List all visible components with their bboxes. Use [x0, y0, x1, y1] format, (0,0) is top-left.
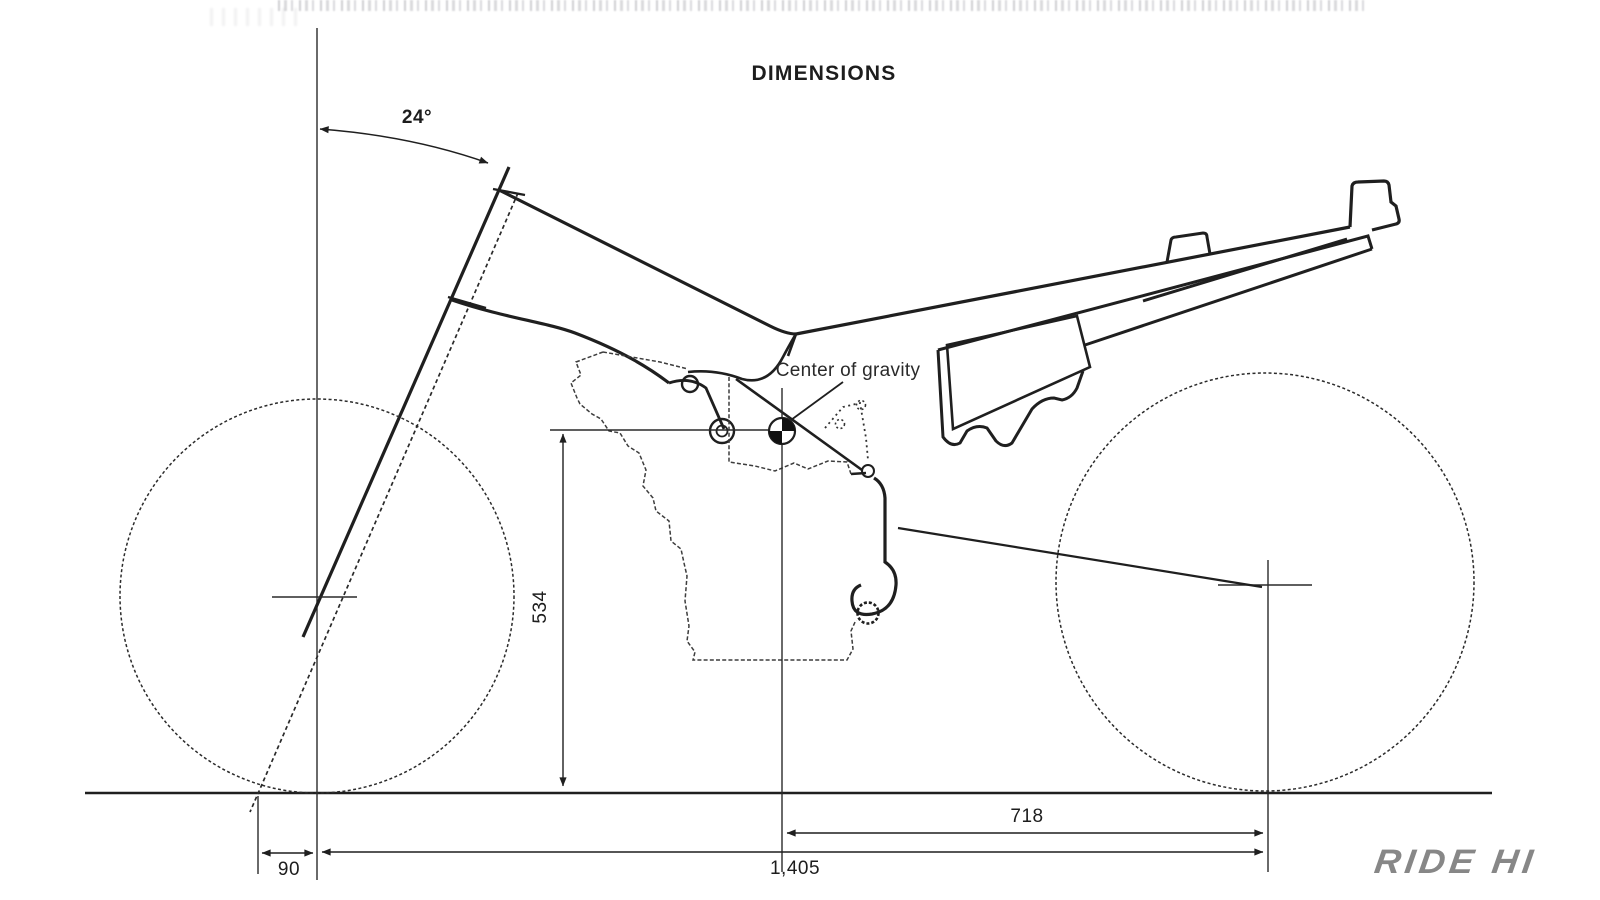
linkage-pin-b	[855, 399, 867, 411]
seat-rail-lower	[937, 234, 1374, 352]
trail-value: 90	[278, 859, 300, 880]
wheelbase-value: 1,405	[770, 858, 820, 879]
linkage-bolt	[861, 464, 875, 478]
scan-noise-strip	[278, 0, 1366, 11]
rake-angle-arc	[319, 126, 489, 164]
tail-brace-strut	[1084, 247, 1373, 347]
steering-axis-dashed-line	[249, 192, 519, 813]
tail-mount-tab	[1348, 179, 1401, 232]
cg-to-rear-value: 718	[1010, 806, 1043, 827]
frame-backbone-tube	[498, 188, 797, 336]
swingarm-pivot-plate	[850, 476, 898, 617]
scan-smudge	[210, 8, 300, 26]
upper-engine-mount-bolt	[680, 374, 700, 394]
linkage-plate-top	[850, 471, 867, 476]
cg-height-value: 534	[530, 590, 551, 623]
engine-mount-bracket	[668, 379, 726, 430]
cg-leader-line	[790, 381, 844, 421]
swingarm-line	[897, 526, 1263, 589]
linkage-pin-a	[834, 418, 846, 430]
front-engine-mount-bolt-inner	[715, 424, 729, 438]
upper-triple-clamp-tick	[492, 187, 526, 197]
front-engine-mount-bolt-outer	[708, 417, 736, 445]
diagram-title: DIMENSIONS	[751, 62, 896, 85]
frame-down-tube	[451, 298, 670, 385]
airbox-lower-line	[687, 333, 798, 382]
engine-outline	[570, 351, 857, 661]
swingarm-pivot-bolt	[856, 601, 880, 625]
frame-side-cutout-window	[945, 314, 1092, 431]
shock-linkage-dotted	[824, 401, 869, 461]
lower-triple-clamp-tick	[447, 295, 487, 310]
rear-wheel-circle	[1055, 372, 1475, 792]
center-of-gravity-label: Center of gravity	[776, 360, 921, 381]
fork-tube-line	[301, 166, 511, 638]
seat-rail-upper	[795, 225, 1351, 336]
rear-shock-line	[735, 377, 863, 472]
rear-frame-gusset-edge	[936, 349, 1085, 448]
ride-hi-watermark-logo: RIDE HI	[1372, 843, 1540, 881]
rake-angle-value: 24°	[402, 107, 432, 128]
seat-stop-tab	[1165, 231, 1212, 263]
cg-symbol	[767, 416, 797, 446]
front-wheel-circle	[119, 398, 515, 794]
